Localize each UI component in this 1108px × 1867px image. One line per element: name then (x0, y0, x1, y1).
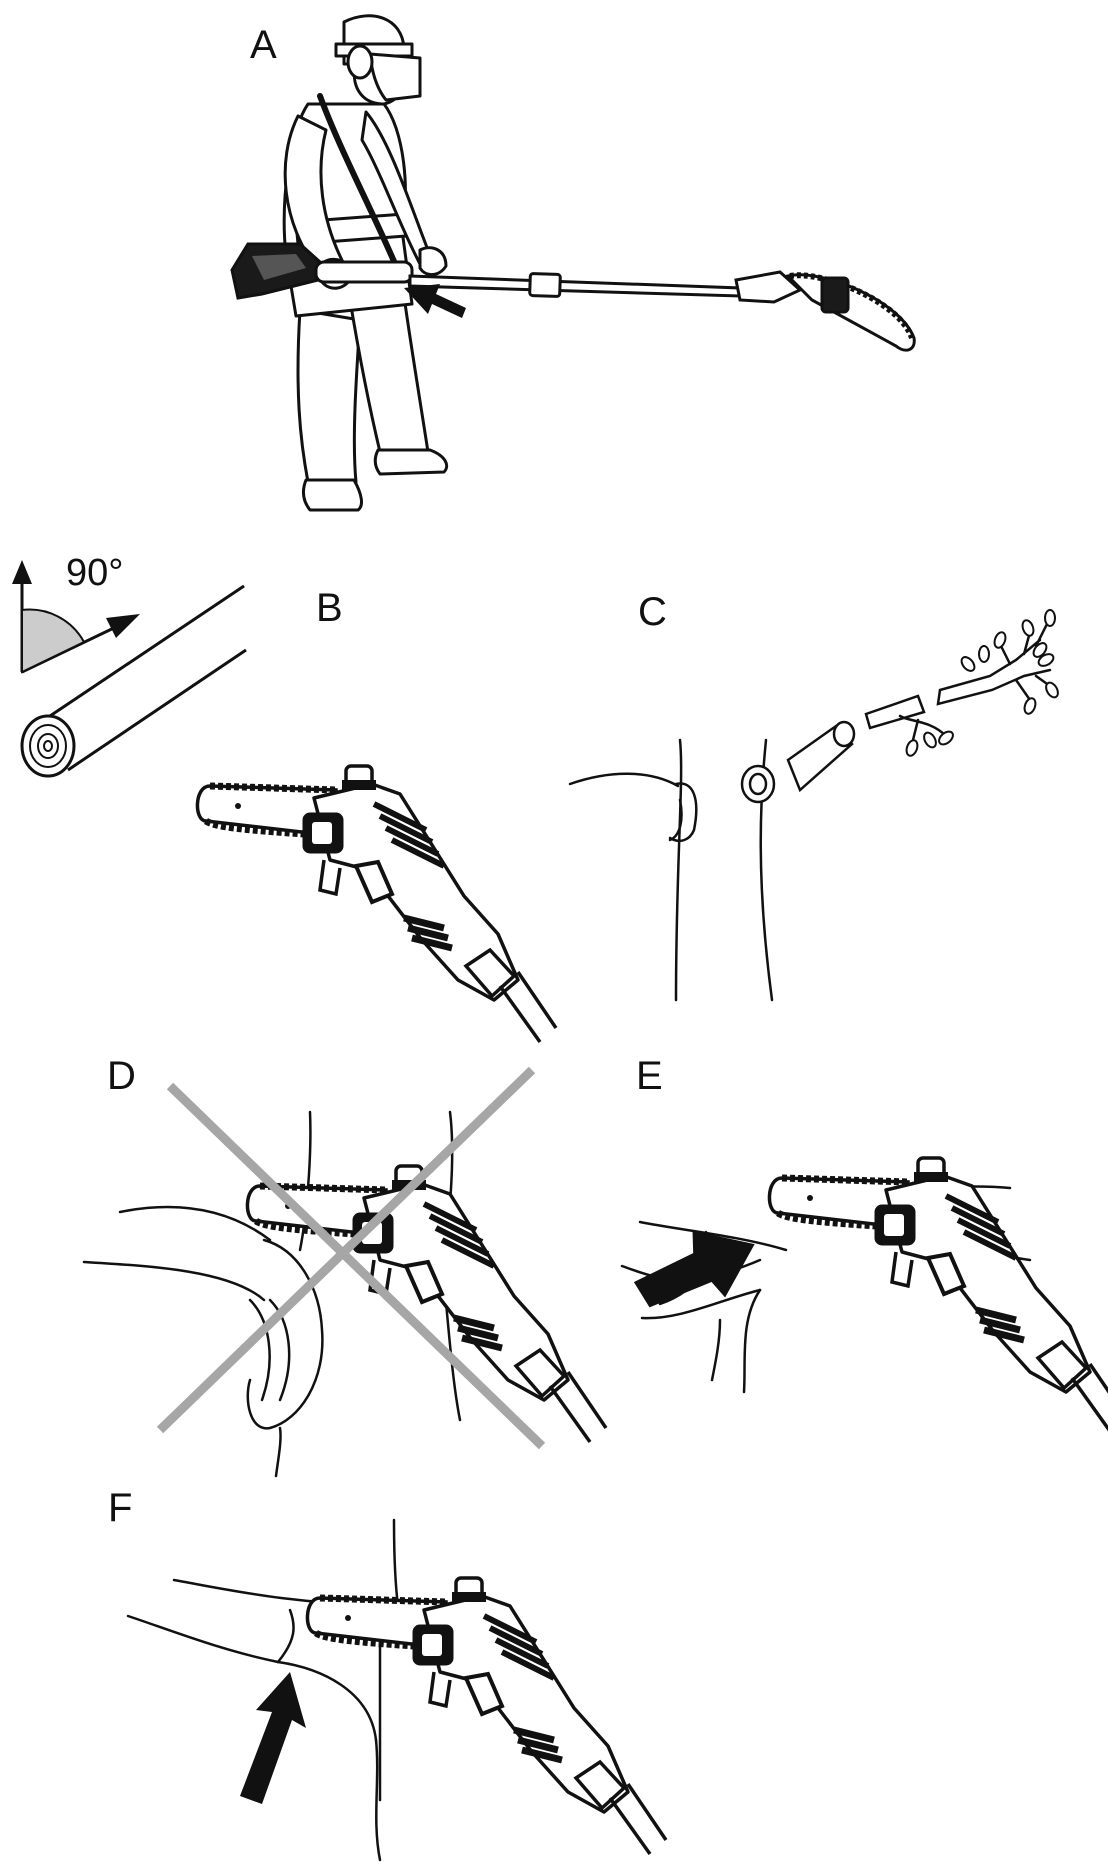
tree-cut-sequence (570, 610, 1060, 1000)
pole-shaft (410, 273, 740, 296)
saw-head-small (736, 272, 914, 350)
upward-arrow-icon (240, 1672, 306, 1804)
saw-head-e (769, 1158, 1108, 1434)
saw-head-b (197, 766, 556, 1042)
angle-inset (12, 560, 246, 776)
tree-branch-f (128, 1520, 398, 1860)
pointer-arrow-icon (404, 284, 466, 318)
saw-head-f (307, 1578, 666, 1854)
